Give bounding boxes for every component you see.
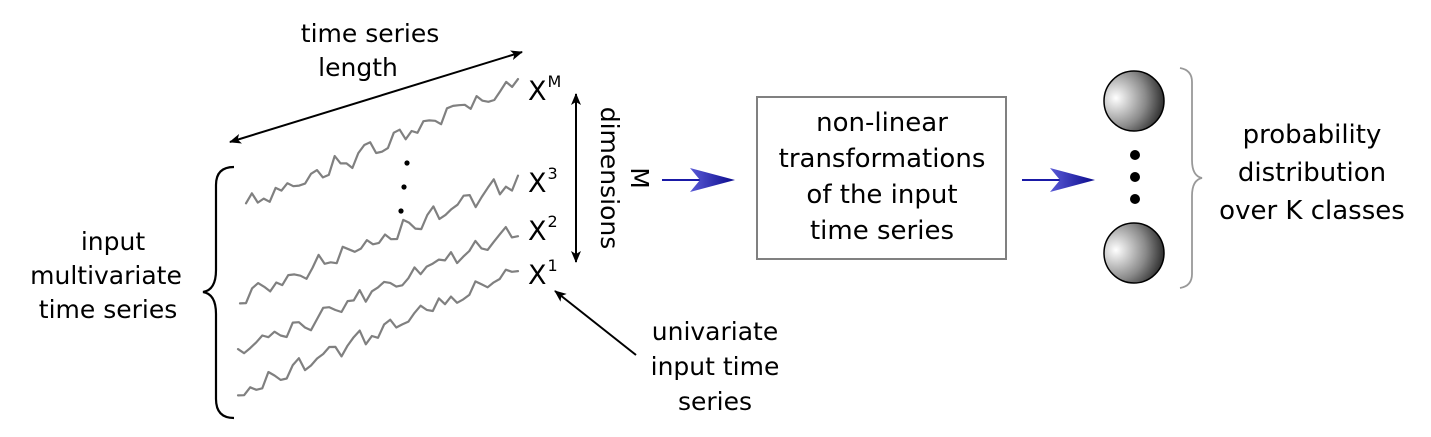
series-label-xm: XM — [528, 72, 561, 107]
series-line-xm — [244, 78, 520, 205]
output-label-line3: over K classes — [1219, 196, 1405, 226]
input-label-line1: input — [81, 227, 146, 256]
series-lines — [236, 78, 520, 397]
input-label-line3: time series — [39, 295, 177, 324]
dimensions-label-line2: dimensions — [595, 107, 624, 250]
output-label-line1: probability — [1243, 120, 1382, 150]
univariate-label-line2: input time — [651, 352, 780, 381]
univariate-pointer-arrow — [554, 290, 637, 356]
flow-arrow-to-transform — [662, 168, 735, 192]
length-label-line1: time series — [301, 19, 439, 48]
length-double-arrow — [229, 50, 523, 144]
series-label-x1: X1 — [528, 256, 558, 291]
univariate-label-line3: series — [678, 387, 752, 416]
input-label-line2: multivariate — [30, 261, 182, 290]
transform-label-line2: transformations — [779, 144, 986, 174]
series-line-x3 — [238, 174, 520, 305]
flow-arrow-to-output — [1022, 168, 1095, 192]
univariate-label-line1: univariate — [652, 317, 778, 346]
input-brace — [202, 165, 235, 420]
dimensions-label: M dimensions — [595, 107, 654, 250]
output-node-top — [1103, 70, 1165, 132]
series-ellipsis-dots — [398, 160, 410, 214]
output-label-line2: distribution — [1238, 158, 1386, 188]
transform-label-line1: non-linear — [816, 108, 948, 138]
transform-box — [756, 96, 1007, 260]
dimensions-label-line1: M — [625, 167, 654, 189]
output-ellipsis-dots — [1130, 150, 1140, 204]
output-brace — [1179, 67, 1203, 289]
length-label-line2: length — [318, 53, 398, 82]
series-line-x1 — [236, 268, 520, 397]
transform-label-line3: of the input — [806, 180, 957, 210]
output-node-bottom — [1103, 222, 1165, 284]
transform-label-line4: time series — [810, 216, 954, 246]
series-label-x3: X3 — [528, 164, 558, 199]
series-label-x2: X2 — [528, 212, 558, 247]
series-line-x2 — [236, 226, 520, 355]
